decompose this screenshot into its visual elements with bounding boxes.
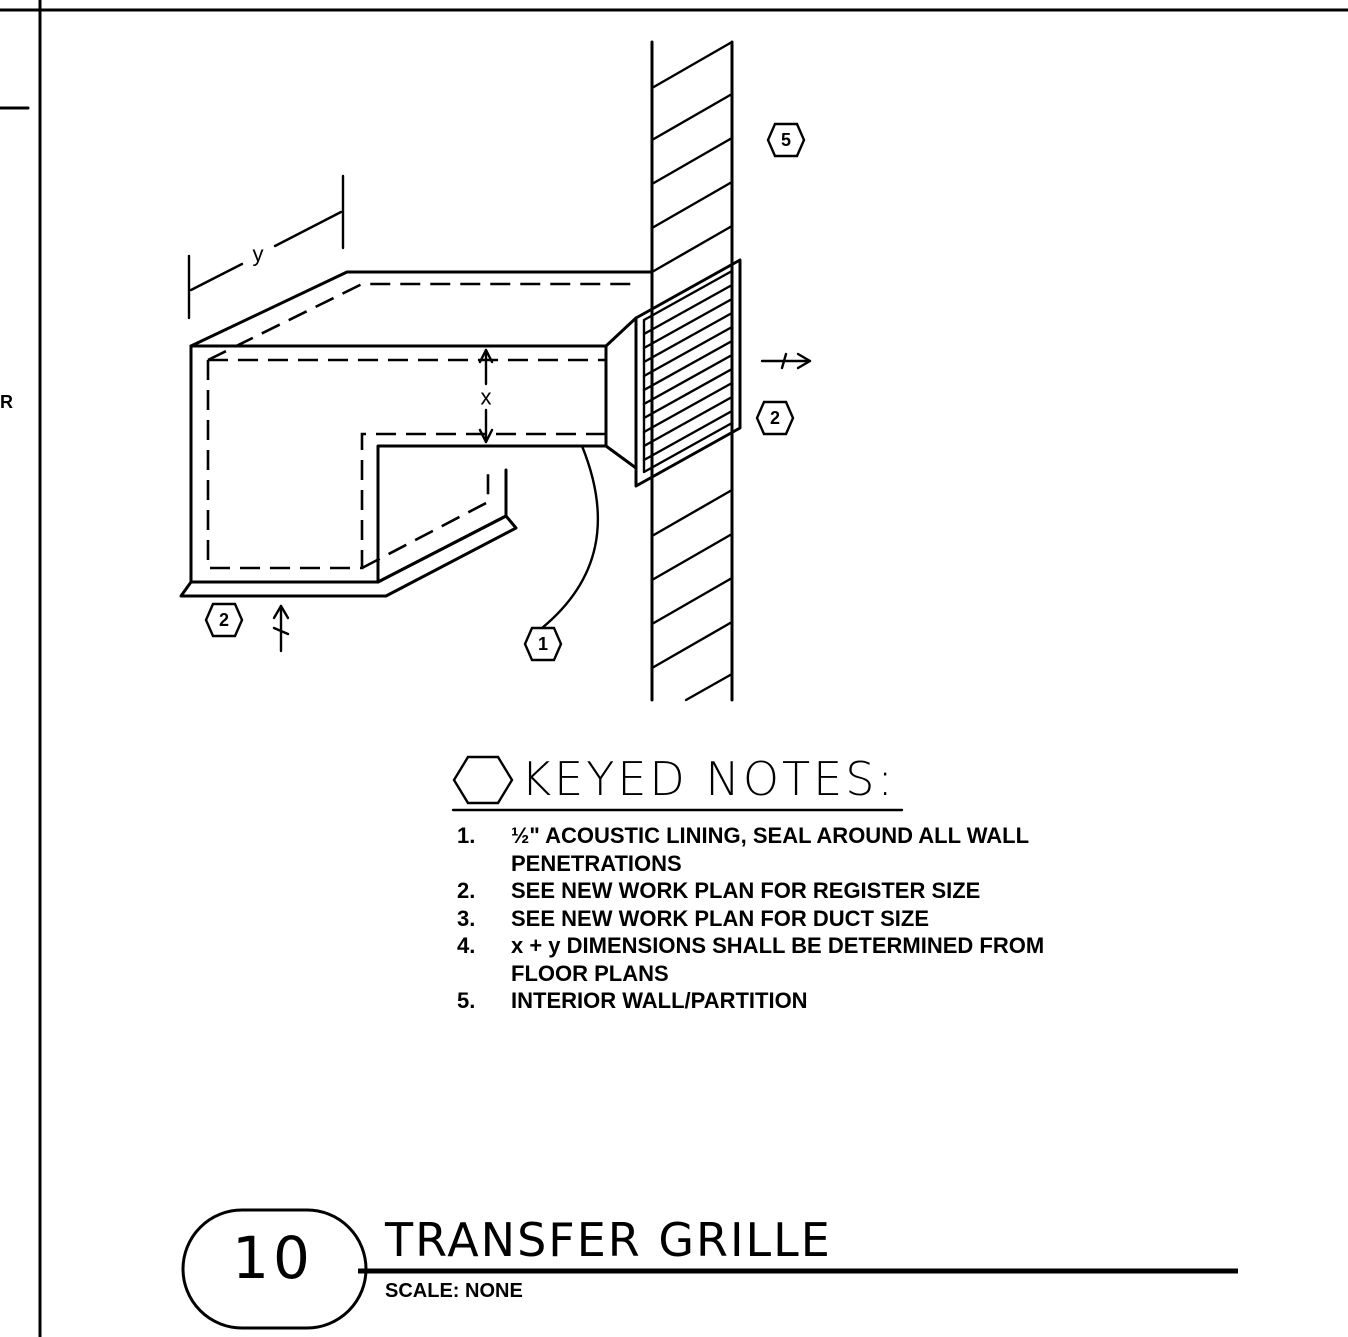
callout-1-number: 1 [538,634,548,654]
keyed-note-number: 2. [457,878,476,903]
keyed-note: 3. SEE NEW WORK PLAN FOR DUCT SIZE [457,905,1077,933]
airflow-arrow-right [760,352,812,370]
keyed-note-number: 1. [457,823,476,848]
callout-2-register: 2 [204,602,244,638]
callout-5: 5 [766,122,806,158]
keyed-notes-title: KEYED NOTES: [521,752,896,806]
keyed-notes-list: 1. ½" ACOUSTIC LINING, SEAL AROUND ALL WA… [457,822,1077,1015]
callout-1: 1 [523,626,563,662]
detail-title: TRANSFER GRILLE [385,1213,832,1267]
keyed-note-text: ½" ACOUSTIC LINING, SEAL AROUND ALL WALL… [511,823,1029,876]
keyed-note: 2. SEE NEW WORK PLAN FOR REGISTER SIZE [457,877,1077,905]
wall-partition [650,40,734,702]
keyed-note: 1. ½" ACOUSTIC LINING, SEAL AROUND ALL WA… [457,822,1077,877]
callout-2-grille-number: 2 [770,408,780,428]
keyed-note-number: 4. [457,933,476,958]
duct-body [179,270,654,598]
detail-number: 10 [232,1224,314,1292]
keyed-note-number: 5. [457,988,476,1013]
wall-grille [604,258,742,488]
keyed-note-text: SEE NEW WORK PLAN FOR REGISTER SIZE [511,878,981,903]
keyed-note-text: x + y DIMENSIONS SHALL BE DETERMINED FRO… [511,933,1045,986]
callout-2-grille: 2 [755,400,795,436]
keyed-notes-hex-icon [452,755,514,805]
keyed-note-text: INTERIOR WALL/PARTITION [511,988,808,1013]
detail-scale: SCALE: NONE [385,1280,523,1302]
keyed-note: 4. x + y DIMENSIONS SHALL BE DETERMINED F… [457,932,1077,987]
dimension-y-label: y [253,242,264,267]
keyed-note-number: 3. [457,905,476,931]
keyed-note-text: SEE NEW WORK PLAN FOR DUCT SIZE [511,905,929,931]
dimension-x-label: x [481,385,492,410]
keyed-note: 5. INTERIOR WALL/PARTITION [457,987,1077,1015]
sheet-edge-text: R [0,392,13,412]
leader-line [540,444,600,630]
dimension-y: y [187,174,345,320]
airflow-arrow-up [272,604,290,653]
dimension-x: x [478,348,494,444]
callout-5-number: 5 [781,130,791,150]
callout-2-register-number: 2 [219,610,229,630]
